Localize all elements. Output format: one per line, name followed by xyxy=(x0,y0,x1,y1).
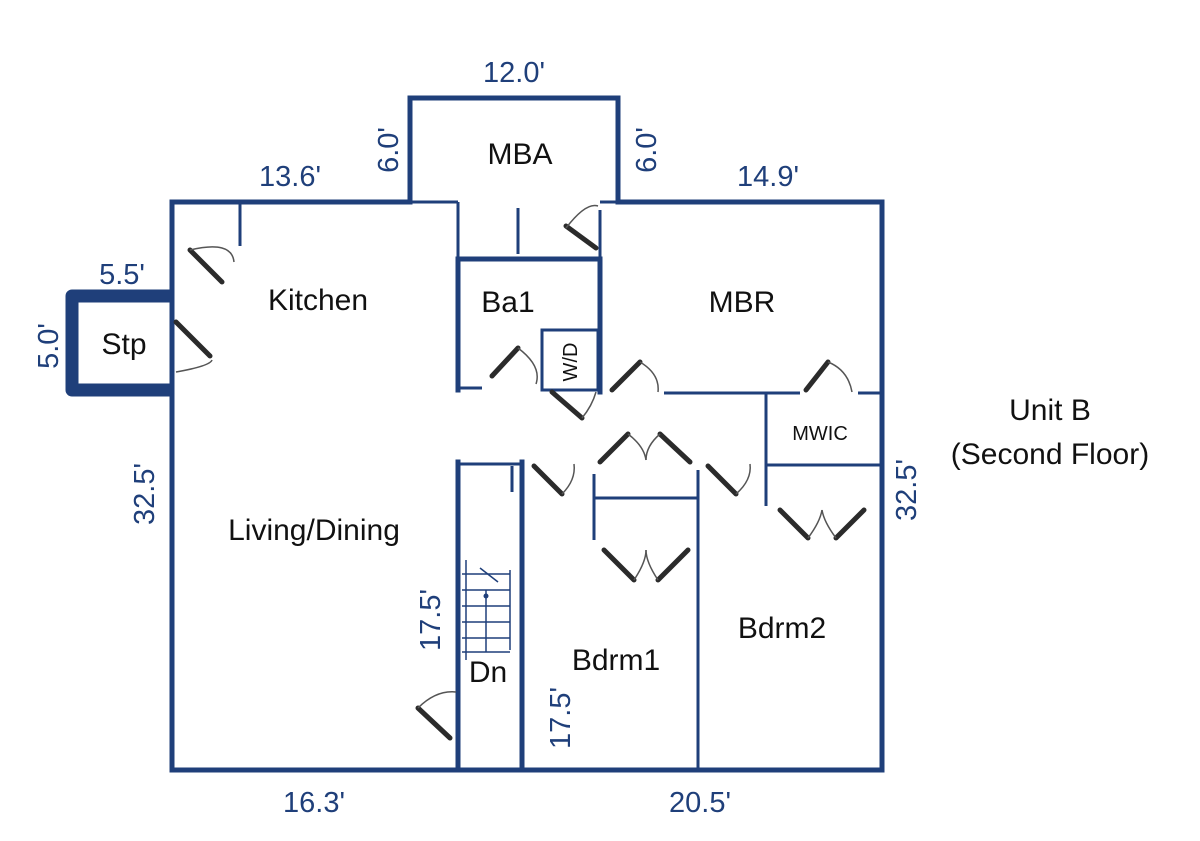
room-label-stp: Stp xyxy=(101,328,146,361)
doors xyxy=(173,204,867,741)
door-icon xyxy=(415,691,457,741)
stoop-wall xyxy=(65,289,172,397)
dim-bdrm1-depth: 17.5' xyxy=(545,687,577,749)
stair-diag xyxy=(479,567,499,583)
room-label-kitchen: Kitchen xyxy=(268,284,368,317)
room-label-mbr: MBR xyxy=(709,286,776,319)
stoop xyxy=(65,289,172,397)
door-icon xyxy=(531,463,575,497)
room-label-wd: W/D xyxy=(560,343,582,382)
door-icon xyxy=(549,389,597,421)
stair-dot xyxy=(483,593,489,599)
interior-walls xyxy=(238,200,882,773)
outer-wall xyxy=(169,95,885,773)
room-label-living-dining: Living/Dining xyxy=(228,514,400,547)
room-labels: MBA Kitchen Ba1 MBR Stp W/D MWIC Living/… xyxy=(101,138,847,689)
door-icon xyxy=(563,204,599,251)
room-label-mwic: MWIC xyxy=(792,423,848,445)
unit-label: Unit B (Second Floor) xyxy=(951,394,1149,471)
exterior-walls xyxy=(169,95,885,773)
dim-bottom-left: 16.3' xyxy=(283,787,345,819)
door-icon xyxy=(601,547,691,583)
dim-top-left: 13.6' xyxy=(259,161,321,193)
ba1-wall xyxy=(455,256,603,395)
room-label-bdrm1: Bdrm1 xyxy=(572,644,660,677)
dimension-labels: 12.0' 6.0' 6.0' 13.6' 14.9' 5.5' 5.0' 32… xyxy=(33,57,923,819)
dim-top-right: 14.9' xyxy=(737,161,799,193)
door-icon xyxy=(173,319,213,373)
dim-left-side: 32.5' xyxy=(129,463,161,525)
door-icon xyxy=(187,246,235,285)
unit-label-line2: (Second Floor) xyxy=(951,438,1149,471)
dim-mba-left-depth: 6.0' xyxy=(373,127,405,173)
room-label-bdrm2: Bdrm2 xyxy=(738,612,826,645)
door-icon xyxy=(705,463,751,497)
door-icon xyxy=(489,345,538,385)
door-icon xyxy=(777,507,867,541)
room-label-dn: Dn xyxy=(469,656,507,689)
door-icon xyxy=(597,431,693,465)
dim-right-side: 32.5' xyxy=(891,459,923,521)
door-icon xyxy=(803,359,853,393)
wd-closet xyxy=(540,328,600,392)
stairs xyxy=(462,560,511,660)
room-label-ba1: Ba1 xyxy=(481,286,534,319)
dim-stoop-width: 5.5' xyxy=(99,259,145,291)
dim-mba-width: 12.0' xyxy=(483,57,545,89)
unit-label-line1: Unit B xyxy=(1009,394,1091,427)
dim-stoop-depth: 5.0' xyxy=(33,323,65,369)
door-icon xyxy=(609,359,659,393)
dim-stair-length: 17.5' xyxy=(415,589,447,651)
dim-mba-right-depth: 6.0' xyxy=(631,127,663,173)
room-label-mba: MBA xyxy=(487,138,552,171)
dim-bottom-right: 20.5' xyxy=(669,787,731,819)
